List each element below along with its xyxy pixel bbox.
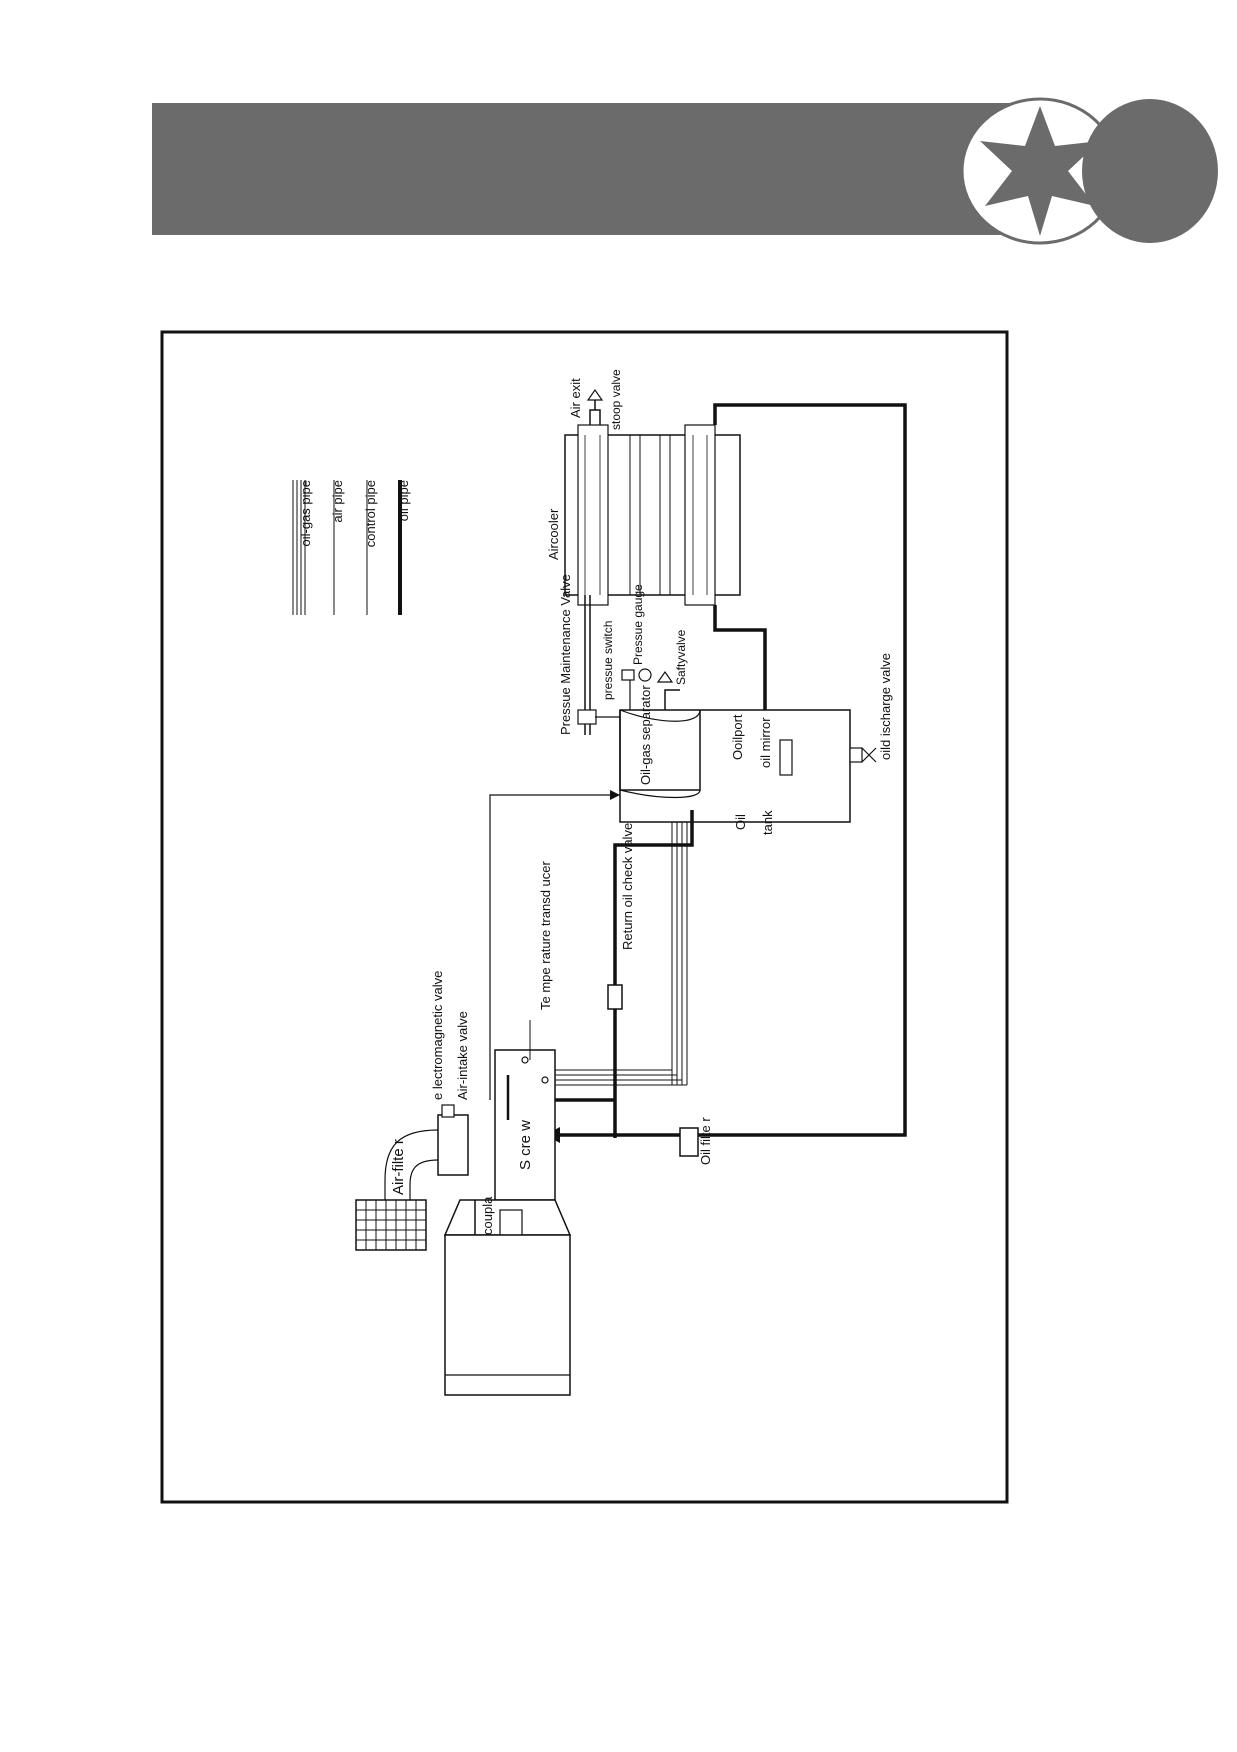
safety-valve-icon [656,670,680,710]
air-filter-icon [355,1199,427,1251]
air-pipe [384,1129,439,1200]
control-pipe [489,794,620,1100]
air-intake-valve-icon [437,1114,469,1176]
label-pressure-maintenance-valve: Pressue Maintenance Valve [558,574,573,735]
label-pressure-gauge: Pressue gauge [631,584,645,665]
pressure-maintenance-valve-icon [577,709,597,725]
aircooler [564,424,741,606]
label-oil: Oil [733,814,748,830]
header-band [152,103,1032,235]
label-air-exit: Air exit [568,378,583,418]
stop-valve-icon [586,388,604,425]
pressure-gauge-icon [621,668,652,710]
legend-oil-gas-pipe: oil-gas pipe [298,480,313,547]
label-temperature-transducer: Te mpe rature transd ucer [538,860,553,1010]
label-electromagnetic-valve: e lectromagnetic valve [430,971,445,1100]
label-return-oil-check-valve: Return oil check valve [620,823,635,950]
oil-filter-icon [679,1127,699,1157]
legend-oil-pipe: oil pipe [396,480,411,521]
legend: oil-gas pipe air pipe control pipe oil p… [292,480,411,615]
screw-compressor [494,1049,556,1201]
label-screw: S cre w [517,1120,534,1170]
oil-discharge-valve-icon [849,747,877,763]
label-oil-discharge-valve: oild ischarge valve [878,653,893,760]
motor [444,1234,571,1396]
label-tank: tank [760,810,775,835]
label-oil-port: Ooilport [730,714,745,760]
label-stop-valve: stoop valve [609,369,623,430]
label-coupla: coupla [480,1196,495,1235]
label-aircooler: Aircooler [546,508,561,560]
label-safety-valve: Saftyvalve [674,629,688,685]
oil-tank [619,709,851,823]
legend-control-pipe: control pipe [363,480,378,547]
legend-air-pipe: air pipe [330,480,345,523]
label-oil-filter: Oil filte r [698,1117,713,1165]
label-oil-gas-separator: Oil-gas separator [638,685,653,785]
return-oil-check-valve-icon [607,984,623,1010]
oil-pipe [548,403,907,1138]
label-pressure-switch: pressue switch [601,621,615,700]
label-air-intake-valve: Air-intake valve [455,1011,470,1100]
oil-mirror-icon [779,739,793,776]
label-oil-mirror: oil mirror [758,717,773,768]
control-pipe-arrow-icon [610,790,620,800]
compressor-flow-diagram: oil-gas pipe air pipe control pipe oil p… [160,330,1009,1504]
electromagnetic-valve-icon [441,1104,455,1118]
coupling [443,1199,572,1236]
rotor-logo-icon [960,97,1218,245]
oil-gas-pipe [555,822,688,1086]
label-air-filter: Air-filte r [390,1139,407,1195]
